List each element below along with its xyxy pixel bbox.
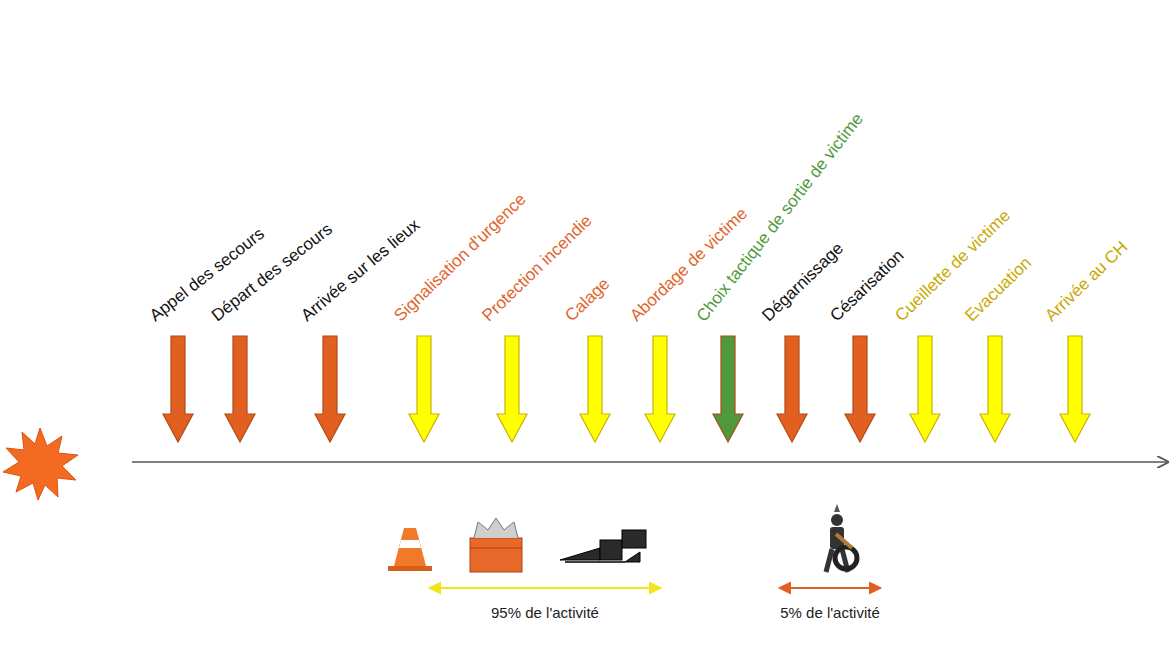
step-arrow	[315, 336, 345, 442]
share-label: 95% de l'activité	[491, 604, 599, 621]
step-label: Cueillette de victime	[891, 206, 1014, 326]
step-label: Arrivée au CH	[1041, 238, 1131, 326]
step-label: Evacuation	[961, 254, 1035, 326]
step-arrow	[980, 336, 1010, 442]
span-95-arrow	[430, 583, 660, 593]
step-arrow	[645, 336, 675, 442]
step-arrow	[580, 336, 610, 442]
step-arrow	[163, 336, 193, 442]
step-arrow	[910, 336, 940, 442]
step-arrow	[497, 336, 527, 442]
cribbing-blocks-icon	[560, 530, 646, 562]
span-5-arrow	[780, 583, 880, 593]
step-label: Appel des secours	[146, 224, 268, 326]
step-arrow	[409, 336, 439, 442]
explosion-star	[3, 428, 78, 500]
step-arrow	[225, 336, 255, 442]
step-arrow	[713, 336, 743, 442]
step-arrow	[1060, 336, 1090, 442]
toolbox-icon	[470, 518, 522, 572]
step-label: Calage	[561, 275, 613, 326]
step-arrow	[845, 336, 875, 442]
cone-icon	[388, 528, 432, 571]
time-axis	[132, 461, 1168, 463]
share-label: 5% de l'activité	[780, 604, 880, 621]
step-arrow	[777, 336, 807, 442]
rescuer-icon	[826, 504, 857, 572]
